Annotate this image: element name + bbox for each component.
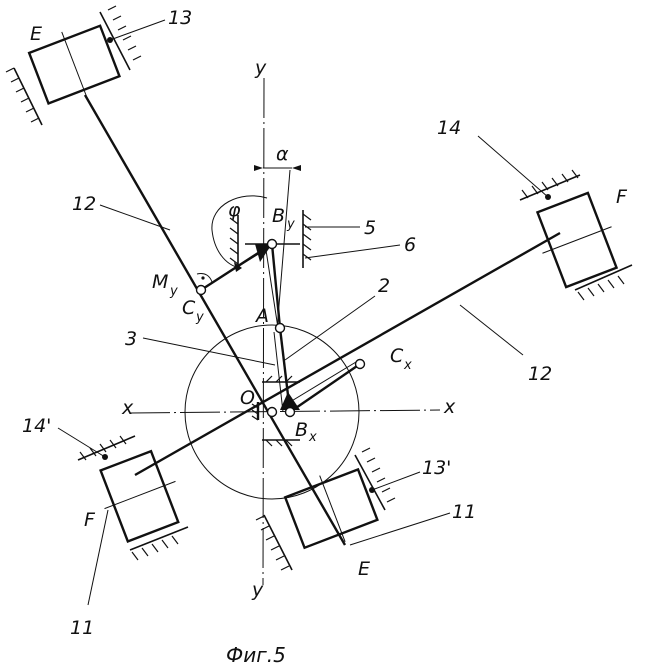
pin-by (268, 240, 277, 249)
label-bx-sub: x (308, 430, 317, 445)
label-f-left: F (84, 509, 96, 531)
label-a: A (254, 305, 269, 327)
label-my: M (152, 271, 168, 293)
label-by-sub: y (286, 217, 295, 232)
leader-11-right (350, 513, 450, 545)
figure-caption: Фиг.5 (226, 643, 286, 667)
label-11-right: 11 (452, 501, 476, 523)
pin-bx (286, 408, 295, 417)
label-phi: φ (228, 199, 241, 221)
label-cx: C (390, 345, 404, 367)
leader-3 (143, 338, 275, 365)
label-my-sub: y (169, 284, 178, 299)
leader-12-left (100, 205, 170, 230)
label-o: O (240, 387, 255, 409)
label-by: B (272, 205, 285, 227)
guide-13-top (100, 6, 165, 70)
block-f-left (91, 447, 189, 545)
alpha-arrow-l (254, 165, 263, 171)
label-e-top: E (30, 23, 42, 45)
label-bx: B (295, 419, 308, 441)
guide-13p-bottom (256, 448, 420, 570)
y-axis (263, 78, 264, 585)
label-y-top: y (254, 57, 267, 79)
label-y-bottom: y (251, 579, 264, 601)
label-12-right: 12 (528, 363, 552, 385)
label-11-left: 11 (70, 617, 94, 639)
leader-2 (285, 296, 375, 360)
label-cx-sub: x (403, 358, 412, 373)
label-3: 3 (125, 328, 137, 350)
label-5: 5 (364, 217, 376, 239)
label-12-left: 12 (72, 193, 96, 215)
pin-a (276, 324, 285, 333)
label-2: 2 (378, 275, 390, 297)
block-f-right (528, 189, 626, 290)
label-6: 6 (404, 234, 416, 256)
pin-cy (197, 286, 206, 295)
rod-12-diagonal-ff (135, 233, 560, 475)
pin-cx (356, 360, 365, 369)
leader-12-right (460, 305, 523, 355)
arm-by-cy-2 (203, 250, 265, 288)
label-e-bottom: E (358, 558, 370, 580)
guide-14-right (478, 136, 632, 300)
pin-o (268, 408, 277, 417)
alpha-arrow-r (292, 165, 301, 171)
label-13p: 13' (422, 457, 451, 479)
label-x-right: x (443, 396, 456, 418)
label-x-left: x (121, 397, 134, 419)
label-cy-sub: y (195, 310, 204, 325)
my-dot (201, 276, 204, 279)
label-14: 14 (437, 117, 461, 139)
label-f-right: F (616, 186, 628, 208)
guide-e-top-left (6, 68, 42, 125)
arm-bx-cx (290, 364, 360, 412)
label-cy: C (182, 297, 196, 319)
label-alpha: α (276, 143, 289, 165)
label-14p: 14' (22, 415, 51, 437)
label-13: 13 (168, 7, 192, 29)
